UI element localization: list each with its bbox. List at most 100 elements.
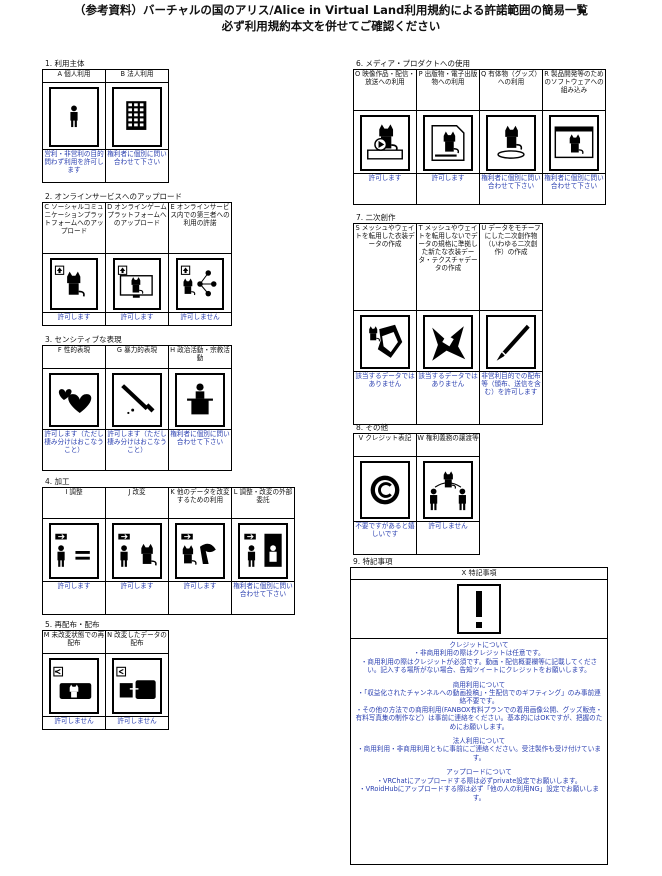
- item-label: F 性的表現: [42, 345, 106, 369]
- figure-icon: [486, 115, 536, 171]
- item-label: S メッシュやウェイトを転用した衣装データの作成: [353, 223, 417, 311]
- note-line: ・非商用利用の際はクレジットは任意です。: [413, 649, 545, 658]
- note-paragraph: クレジットについて・非商用利用の際はクレジットは任意です。・商用利用の際はクレジ…: [355, 641, 603, 675]
- section-title-1: 1. 利用主体: [45, 59, 85, 68]
- item-status: 許可しません: [416, 521, 480, 555]
- item-label: Q 有体物（グッズ）への利用: [479, 69, 543, 111]
- distribute-modified-icon: [112, 658, 162, 714]
- item-status: 非営利目的での配布等（頒布、送信を含む）を許可します: [479, 371, 543, 425]
- item-label: K 他のデータを改変するための利用: [168, 487, 232, 519]
- item-status: 許可します（ただし棲み分けはおこなうこと）: [105, 429, 169, 471]
- other-data-icon: [175, 523, 225, 579]
- adjust-icon: [49, 523, 99, 579]
- video-icon: [360, 115, 410, 171]
- item-status: 許可します: [42, 312, 106, 326]
- item-status: 許可します: [105, 312, 169, 326]
- pen-icon: [486, 315, 536, 369]
- item-label: W 権利義務の譲渡等: [416, 433, 480, 457]
- knife-icon: [112, 373, 162, 427]
- item-label: L 調整・改変の外部委託: [231, 487, 295, 519]
- item-status: 許可します（ただし棲み分けはおこなうこと）: [42, 429, 106, 471]
- software-icon: [549, 115, 599, 171]
- modify-icon: [112, 523, 162, 579]
- book-icon: [423, 115, 473, 171]
- upload-avatar-icon: [50, 258, 98, 310]
- section-title-7: 7. 二次創作: [356, 213, 396, 222]
- note-line: 商用利用について: [452, 680, 506, 689]
- person-icon: [49, 87, 99, 147]
- section-title-2: 2. オンラインサービスへのアップロード: [45, 192, 183, 201]
- note-line: ・VRoidHubにアップロードする際は必ず「他の人の利用NG」設定でお願いしま…: [358, 785, 600, 802]
- item-label: A 個人利用: [42, 69, 106, 83]
- item-label: J 改変: [105, 487, 169, 519]
- note-paragraph: 商用利用について・「収益化されたチャンネルへの動画投稿」・生配信でのギフティング…: [355, 681, 603, 731]
- item-label: I 調整: [42, 487, 106, 519]
- item-label: P 出版物・電子出版物への利用: [416, 69, 480, 111]
- item-label: O 映像作品・配信・放送への利用: [353, 69, 417, 111]
- outsource-icon: [238, 523, 288, 579]
- item-status: 権利者に個別に問い合わせて下さい: [479, 173, 543, 205]
- redistribute-icon: [49, 658, 99, 714]
- note-line: アップロードについて: [446, 768, 512, 777]
- section-title-4: 4. 加工: [45, 477, 70, 486]
- note-line: ・商用利用の際はクレジットが必須です。動画・配信概要欄等に記載してください。記入…: [360, 657, 598, 675]
- section-title-6: 6. メディア・プロダクトへの使用: [356, 59, 471, 68]
- transfer-icon: [423, 461, 473, 519]
- section-title-5: 5. 再配布・配布: [45, 620, 100, 629]
- hearts-icon: [49, 373, 99, 427]
- special-notes-label: X 特記事項: [351, 568, 607, 580]
- building-icon: [112, 87, 162, 147]
- item-label: H 政治活動・宗教活動: [168, 345, 232, 369]
- item-status: 該当するデータではありません: [353, 371, 417, 425]
- item-status: 許可しません: [168, 312, 232, 326]
- item-label: E オンラインサービス内での第三者への利用の許諾: [168, 202, 232, 254]
- upload-screen-icon: [113, 258, 161, 310]
- item-label: U データをモチーフにした二次創作物（いわゆる二次創作）の作成: [479, 223, 543, 311]
- item-status: 権利者に個別に問い合わせて下さい: [168, 429, 232, 471]
- note-line: ・その他の方法での商用利用(FANBOX有料プランでの着用画像公開、グッズ販売・…: [355, 705, 603, 731]
- special-notes-text: クレジットについて・非商用利用の際はクレジットは任意です。・商用利用の際はクレジ…: [351, 639, 607, 810]
- item-label: N 改変したデータの配布: [105, 630, 169, 654]
- mesh-clothes-icon: [360, 315, 410, 369]
- item-label: R 製品開発等のためのソフトウェアへの組み込み: [542, 69, 606, 111]
- section-title-3: 3. センシティブな表現: [45, 335, 122, 344]
- note-line: クレジットについて: [449, 641, 509, 649]
- page-title: （参考資料）バーチャルの国のアリス/Alice in Virtual Land利…: [74, 3, 588, 17]
- item-status: 許可しません: [105, 716, 169, 730]
- note-line: ・「収益化されたチャンネルへの動画投稿」・生配信でのギフティング」のみ事前連絡不…: [357, 689, 601, 706]
- item-label: T メッシュやウェイトを転用しないでデータの規格に準拠した新たな衣装データ・テク…: [416, 223, 480, 311]
- note-paragraph: 法人利用について・商用利用・非商用利用ともに事前にご連絡ください。受注製作も受け…: [355, 737, 603, 762]
- special-notes-box: X 特記事項 クレジットについて・非商用利用の際はクレジットは任意です。・商用利…: [350, 567, 608, 865]
- note-line: ・VRChatにアップロードする際は必ずprivate設定でお願いします。: [376, 776, 582, 785]
- item-status: 許可します: [105, 581, 169, 615]
- item-status: 許可します: [416, 173, 480, 205]
- note-paragraph: アップロードについて・VRChatにアップロードする際は必ずprivate設定で…: [355, 768, 603, 802]
- copyright-icon: [360, 461, 410, 519]
- item-status: 許可しません: [42, 716, 106, 730]
- new-clothes-icon: [423, 315, 473, 369]
- item-label: C ソーシャルコミュニケーションプラットフォームへのアップロード: [42, 202, 106, 254]
- item-status: 権利者に個別に問い合わせて下さい: [105, 149, 169, 183]
- item-status: 許可します: [42, 581, 106, 615]
- item-status: 権利者に個別に問い合わせて下さい: [542, 173, 606, 205]
- item-status: 権利者に個別に問い合わせて下さい: [231, 581, 295, 615]
- item-status: 営利・非営利の目的問わず利用を許可します: [42, 149, 106, 183]
- item-label: V クレジット表記: [353, 433, 417, 457]
- share-icon: [176, 258, 224, 310]
- exclamation-icon: [351, 580, 607, 639]
- item-status: 該当するデータではありません: [416, 371, 480, 425]
- item-label: G 暴力的表現: [105, 345, 169, 369]
- item-status: 許可します: [353, 173, 417, 205]
- page-subtitle: 必ず利用規約本文を併せてご確認ください: [221, 19, 441, 33]
- item-label: B 法人利用: [105, 69, 169, 83]
- item-label: M 未改変状態での再配布: [42, 630, 106, 654]
- item-label: D オンラインゲームプラットフォームへのアップロード: [105, 202, 169, 254]
- section-title-8: 8. その他: [356, 423, 389, 432]
- item-status: 不要ですがあると嬉しいです: [353, 521, 417, 555]
